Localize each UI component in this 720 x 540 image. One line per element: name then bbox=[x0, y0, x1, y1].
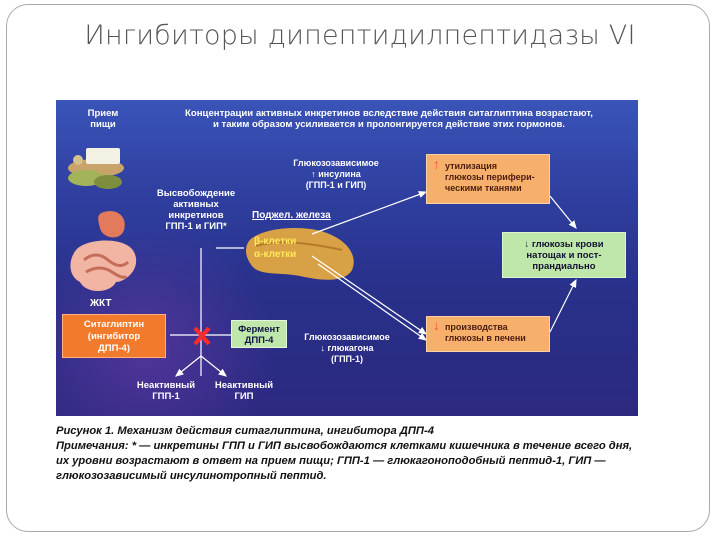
pancreas-label: Поджел. железа bbox=[252, 210, 331, 221]
inactive-gip-line-1: Неактивный bbox=[214, 380, 274, 391]
beta-cells-label: β-клетки bbox=[254, 236, 297, 247]
inhibition-x-icon bbox=[193, 326, 211, 346]
alpha-cells-label: α-клетки bbox=[254, 249, 297, 260]
top-headline-line-1: Концентрации активных инкретинов вследст… bbox=[185, 108, 593, 119]
sitagliptin-line-3: ДПП-4) bbox=[97, 343, 131, 354]
glucose-line-2: натощак и пост- bbox=[526, 250, 602, 261]
food-label-line-1: Прием bbox=[87, 108, 119, 119]
top-headline: Концентрации активных инкретинов вследст… bbox=[144, 108, 634, 130]
release-line-2: активных bbox=[173, 199, 219, 210]
glucagon-line-2: ↓ глюкагона bbox=[320, 343, 374, 353]
glucose-line-3: прандиально bbox=[532, 261, 596, 272]
top-headline-line-2: и таким образом усиливается и пролонгиру… bbox=[212, 119, 566, 130]
uptake-line-3: ческими тканями bbox=[445, 183, 522, 193]
dpp4-enzyme-box: Фермент ДПП-4 bbox=[231, 320, 287, 348]
peripheral-uptake-box: ↑ утилизация глюкозы перифери- ческими т… bbox=[426, 154, 550, 204]
pancreas-icon bbox=[246, 228, 354, 280]
sitagliptin-box: Ситаглиптин (ингибитор ДПП-4) bbox=[62, 314, 166, 358]
figure-caption: Рисунок 1. Механизм действия ситаглиптин… bbox=[56, 424, 646, 484]
insulin-line-1: Глюкозозависимое bbox=[293, 158, 379, 168]
food-label-line-2: пищи bbox=[90, 119, 116, 130]
liver-arrow-icon: ↓ bbox=[433, 317, 440, 333]
insulin-line-2: ↑ инсулина bbox=[311, 169, 361, 179]
diagram-arrows bbox=[68, 148, 577, 377]
glucagon-label: Глюкозозависимое ↓ глюкагона (ГПП-1) bbox=[288, 332, 406, 365]
arrow-liver-to-glucose bbox=[549, 278, 577, 333]
arrow-uptake-to-glucose bbox=[549, 195, 577, 229]
food-label: Прием пищи bbox=[68, 108, 138, 130]
incretin-release-label: Высвобождение активных инкретинов ГПП-1 … bbox=[136, 188, 256, 232]
uptake-arrow-icon: ↑ bbox=[433, 156, 440, 172]
caption-title: Рисунок 1. Механизм действия ситаглиптин… bbox=[56, 425, 434, 437]
food-icon bbox=[68, 148, 124, 189]
sitagliptin-line-2: (ингибитор bbox=[87, 331, 141, 342]
arrow-pancreas-to-liver-2 bbox=[317, 263, 427, 341]
inactive-gip-line-2: ГИП bbox=[234, 391, 254, 402]
release-line-3: инкретинов bbox=[168, 210, 224, 221]
insulin-line-3: (ГПП-1 и ГИП) bbox=[305, 180, 367, 190]
liver-line-2: глюкозы в печени bbox=[445, 333, 526, 343]
glucagon-line-3: (ГПП-1) bbox=[330, 354, 364, 364]
mechanism-diagram: Прием пищи Концентрации активных инкрети… bbox=[56, 100, 638, 416]
enzyme-line-2: ДПП-4 bbox=[244, 335, 274, 346]
release-line-4: ГПП-1 и ГИП* bbox=[165, 221, 227, 232]
arrow-pancreas-to-liver bbox=[311, 255, 427, 335]
insulin-label: Глюкозозависимое ↑ инсулина (ГПП-1 и ГИП… bbox=[280, 158, 392, 191]
inactive-glp1-line-2: ГПП-1 bbox=[152, 391, 180, 402]
glucose-line-1: ↓ глюкозы крови bbox=[524, 239, 604, 250]
arrow-to-inactive-gip bbox=[200, 355, 227, 377]
uptake-line-1: утилизация bbox=[445, 161, 497, 171]
arrow-pancreas-to-uptake bbox=[311, 191, 428, 235]
slide-title: Ингибиторы дипептидилпептидазы VI bbox=[84, 20, 636, 51]
inactive-gip-label: Неактивный ГИП bbox=[204, 380, 284, 402]
gi-tract-label: ЖКТ bbox=[90, 298, 112, 309]
enzyme-line-1: Фермент bbox=[238, 324, 280, 335]
inactive-glp1-line-1: Неактивный bbox=[136, 380, 196, 391]
liver-line-1: производства bbox=[445, 322, 508, 332]
arrow-to-inactive-glp bbox=[175, 355, 202, 377]
release-line-1: Высвобождение bbox=[156, 188, 236, 199]
inactive-glp1-label: Неактивный ГПП-1 bbox=[126, 380, 206, 402]
caption-note: Примечания: * — инкретины ГПП и ГИП высв… bbox=[56, 440, 633, 482]
uptake-line-2: глюкозы перифери- bbox=[445, 172, 535, 182]
blood-glucose-box: ↓ глюкозы крови натощак и пост- прандиал… bbox=[502, 232, 626, 278]
gi-tract-icon bbox=[70, 210, 137, 291]
glucagon-line-1: Глюкозозависимое bbox=[304, 332, 390, 342]
liver-production-box: ↓ производства глюкозы в печени bbox=[426, 316, 550, 352]
sitagliptin-line-1: Ситаглиптин bbox=[83, 319, 145, 330]
